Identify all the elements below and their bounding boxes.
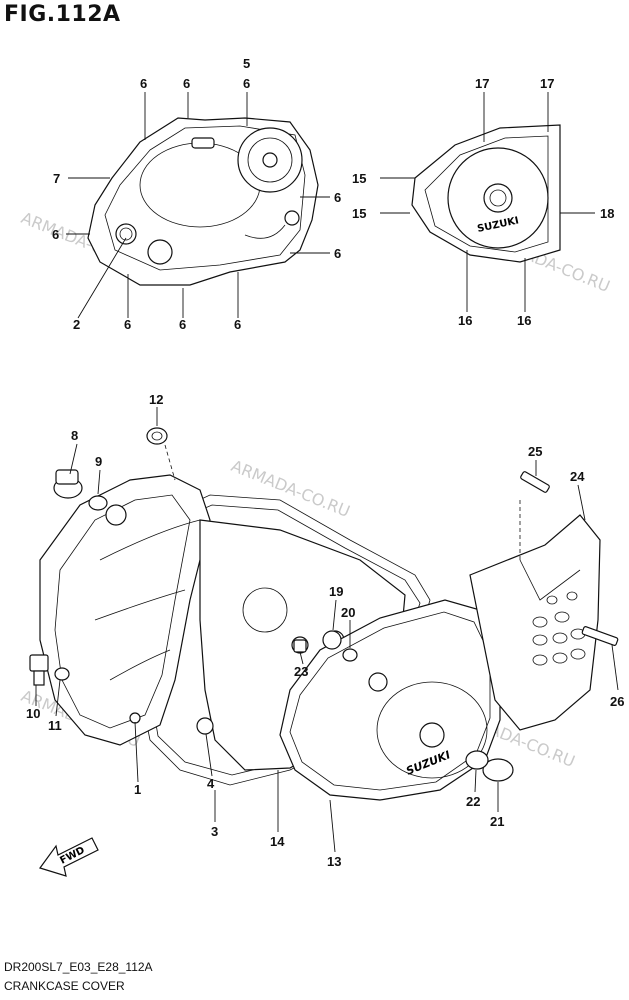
sprocket-guard-drawing [469,514,601,731]
callout-6-b: 6 [183,76,190,91]
callout-2: 2 [73,317,80,332]
clutch-cover-drawing [87,117,319,286]
figure-code: DR200SL7_E03_E28_112A [4,960,153,974]
callout-6-c: 6 [243,76,250,91]
callout-6-a: 6 [140,76,147,91]
callout-11: 11 [48,718,62,733]
callout-6-g: 6 [124,317,131,332]
leader-lines [35,92,619,853]
crankcase-drawing [39,474,211,746]
callout-18: 18 [600,206,614,221]
callout-21: 21 [490,814,504,829]
callout-16-b: 16 [517,313,531,328]
callout-8: 8 [71,428,78,443]
callout-13: 13 [327,854,341,869]
callout-26: 26 [610,694,624,709]
magneto-cover-drawing: SUZUKI [411,124,561,263]
callout-7: 7 [53,171,60,186]
callout-12: 12 [149,392,163,407]
callout-10: 10 [26,706,40,721]
callout-6-h: 6 [179,317,186,332]
outer-cover-drawing: SUZUKI [279,599,501,801]
callout-5: 5 [243,56,250,71]
callout-6-i: 6 [234,317,241,332]
callout-20: 20 [341,605,355,620]
callout-3: 3 [211,824,218,839]
figure-title: FIG.112A [4,2,121,27]
fwd-arrow-icon: FWD [39,837,99,877]
callout-17-b: 17 [540,76,554,91]
callout-6-e: 6 [334,190,341,205]
callout-22: 22 [466,794,480,809]
callout-labels: 5 6 6 6 7 6 6 6 2 6 6 6 17 17 15 15 18 1… [26,56,624,869]
callout-19: 19 [329,584,343,599]
callout-9: 9 [95,454,102,469]
callout-15-a: 15 [352,171,366,186]
figure-name: CRANKCASE COVER [4,979,125,993]
callout-6-d: 6 [52,227,59,242]
small-parts [29,427,619,782]
callout-4: 4 [207,776,215,791]
callout-25: 25 [528,444,542,459]
watermark-3: ARMADA-CO.RU [229,456,353,521]
callout-6-f: 6 [334,246,341,261]
callout-1: 1 [134,782,141,797]
callout-15-b: 15 [352,206,366,221]
callout-23: 23 [294,664,308,679]
callout-14: 14 [270,834,285,849]
callout-24: 24 [570,469,585,484]
callout-16-a: 16 [458,313,472,328]
callout-17-a: 17 [475,76,489,91]
